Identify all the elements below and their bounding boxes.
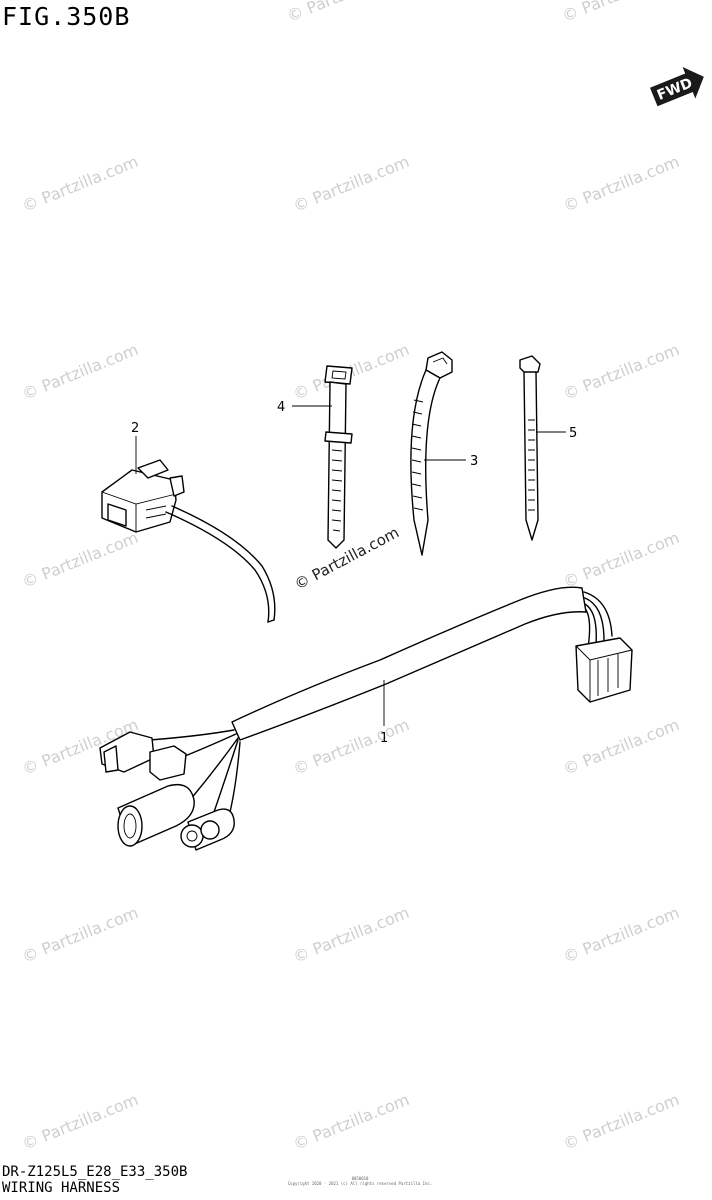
watermark-center: © Partzilla.com <box>291 523 402 593</box>
copyright-note: 0050010 Copyright 2020 - 2021 (c) All ri… <box>235 1176 485 1186</box>
switch-connector-part <box>101 459 276 623</box>
watermark: © Partzilla.com <box>560 715 682 779</box>
watermark: © Partzilla.com <box>560 152 682 216</box>
fwd-arrow-icon: FWD <box>650 66 704 107</box>
cable-tie-part <box>519 355 541 541</box>
wiring-harness-part <box>99 586 633 851</box>
watermark: © Partzilla.com <box>19 1090 141 1154</box>
watermark: © Partzilla.com <box>290 715 412 779</box>
watermark: © Partzilla.com <box>19 903 141 967</box>
callout-number: 2 <box>131 421 139 436</box>
watermark: © Partzilla.com <box>560 528 682 592</box>
watermark: © Partzilla.com <box>19 528 141 592</box>
figure-title: FIG.350B <box>2 2 131 31</box>
watermark: © Partzilla.com <box>560 340 682 404</box>
figure-caption: WIRING HARNESS <box>2 1180 121 1196</box>
watermark: © Partzilla.com <box>290 152 412 216</box>
watermark-layer: © Partzilla.com © Partzilla.com © Partzi… <box>19 0 682 1154</box>
callout-number: 1 <box>380 731 388 746</box>
watermark: © Partzilla.com <box>284 0 406 26</box>
watermark: © Partzilla.com <box>19 152 141 216</box>
watermark: © Partzilla.com <box>290 1090 412 1154</box>
cable-tie-with-clip-part <box>410 351 453 556</box>
watermark: © Partzilla.com <box>559 0 681 26</box>
watermark: © Partzilla.com <box>290 903 412 967</box>
watermark: © Partzilla.com <box>560 1090 682 1154</box>
callout-layer: 1 2 3 4 5 <box>131 400 577 746</box>
callout-number: 3 <box>470 454 478 469</box>
callout-number: 5 <box>569 426 577 441</box>
watermark: © Partzilla.com <box>19 340 141 404</box>
model-code: DR-Z125L5_E28_E33_350B <box>2 1164 188 1180</box>
callout-number: 4 <box>277 400 285 415</box>
watermark: © Partzilla.com <box>560 903 682 967</box>
copyright-line: 0050010 <box>351 1176 369 1181</box>
copyright-line: Copyright 2020 - 2021 (c) All rights res… <box>287 1181 433 1186</box>
velcro-band-part <box>324 365 353 549</box>
